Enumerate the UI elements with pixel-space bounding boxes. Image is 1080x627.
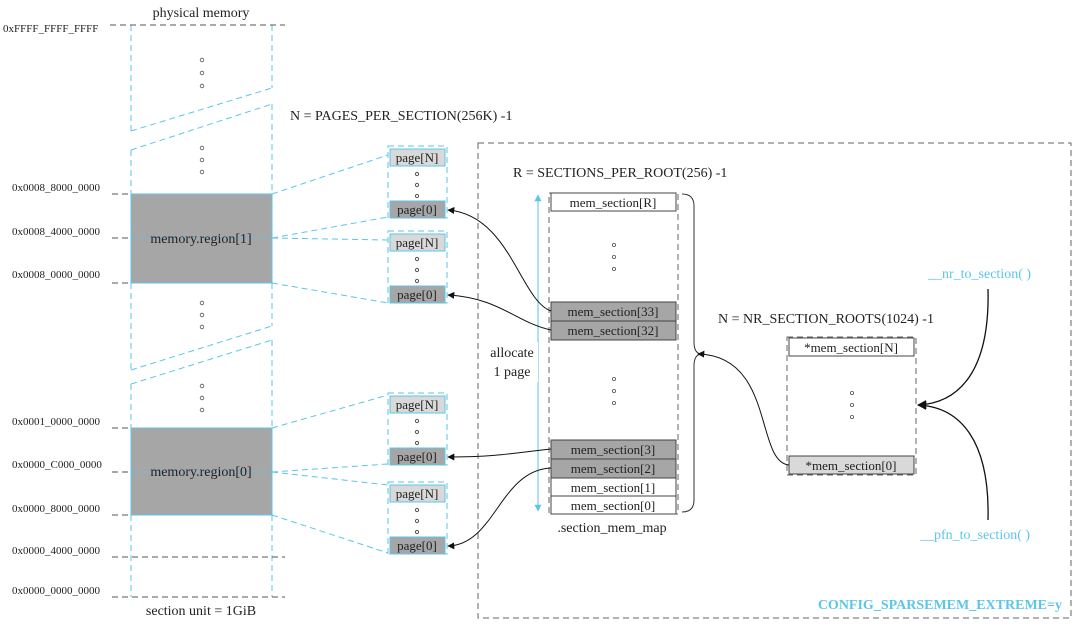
sections-per-root-note: R = SECTIONS_PER_ROOT(256) -1	[513, 166, 727, 181]
address-label: 0x0000_0000_0000	[12, 585, 101, 597]
page-n-label: page[N]	[396, 486, 439, 501]
page-group: page[N] page[0]	[387, 392, 448, 466]
page-0-cell	[389, 447, 446, 466]
mem-section-3-label: mem_section[3]	[571, 442, 655, 457]
root-n-label: *mem_section[N]	[804, 340, 898, 355]
ellipsis-dots	[199, 57, 205, 413]
page-0-cell	[389, 285, 446, 304]
page-n-cell	[389, 484, 446, 503]
mem-section-r-label: mem_section[R]	[570, 195, 657, 210]
mem-section-0-cell	[550, 495, 677, 515]
ellipsis-dots	[850, 390, 855, 419]
address-label: 0x0008_4000_0000	[12, 226, 101, 238]
page-0-cell	[389, 536, 446, 555]
page-0-label: page[0]	[397, 287, 437, 302]
section-to-page-arrows	[447, 207, 552, 550]
physical-memory-column	[130, 25, 273, 597]
page-0-label: page[0]	[397, 202, 437, 217]
page-n-label: page[N]	[396, 150, 439, 165]
root-to-array-arrow	[697, 350, 790, 466]
section-mem-map-label: .section_mem_map	[557, 521, 666, 536]
allocate-label: 1 page	[494, 365, 531, 380]
config-label: CONFIG_SPARSEMEM_EXTREME=y	[818, 598, 1062, 613]
address-label: 0x0000_C000_0000	[12, 459, 102, 471]
function-arrows	[917, 288, 989, 521]
allocate-label: allocate	[490, 346, 534, 361]
root-n-cell	[788, 337, 915, 357]
memory-region-0-label: memory.region[0]	[150, 465, 251, 480]
address-label: 0xFFFF_FFFF_FFFF	[3, 23, 98, 35]
mem-section-r-cell	[550, 192, 677, 212]
address-label: 0x0008_0000_0000	[12, 269, 101, 281]
page-n-cell	[389, 395, 446, 414]
page-0-label: page[0]	[397, 449, 437, 464]
array-brace	[681, 193, 703, 513]
page-0-cell	[389, 200, 446, 219]
address-label: 0x0008_8000_0000	[12, 182, 101, 194]
mem-section-33-label: mem_section[33]	[568, 304, 659, 319]
page-n-label: page[N]	[396, 397, 439, 412]
root-0-label: *mem_section[0]	[806, 458, 897, 473]
mem-section-2-label: mem_section[2]	[571, 461, 655, 476]
ellipsis-dots	[612, 242, 617, 405]
page-group: page[N] page[0]	[387, 145, 448, 219]
memory-region-1-label: memory.region[1]	[150, 232, 251, 247]
mem-section-1-label: mem_section[1]	[571, 480, 655, 495]
pages-per-section-note: N = PAGES_PER_SECTION(256K) -1	[290, 109, 512, 124]
pfn-to-section-label: __pfn_to_section( )	[919, 528, 1030, 543]
address-ticks	[110, 24, 285, 598]
page-group: page[N] page[0]	[387, 481, 448, 555]
root-table	[786, 336, 917, 476]
nr-to-section-label: __nr_to_section( )	[927, 267, 1031, 282]
page-n-label: page[N]	[396, 235, 439, 250]
physical-memory-title: physical memory	[153, 6, 250, 21]
nr-section-roots-note: N = NR_SECTION_ROOTS(1024) -1	[718, 312, 934, 327]
page-n-cell	[389, 148, 446, 167]
mem-section-32-cell	[550, 320, 677, 341]
section-unit-label: section unit = 1GiB	[146, 604, 256, 619]
address-label: 0x0001_0000_0000	[12, 416, 101, 428]
address-label: 0x0000_8000_0000	[12, 503, 101, 515]
page-group-fanlines	[271, 154, 389, 554]
mem-section-32-label: mem_section[32]	[568, 323, 659, 338]
page-group: page[N] page[0]	[387, 230, 448, 304]
mem-section-0-label: mem_section[0]	[571, 498, 655, 513]
page-n-cell	[389, 233, 446, 252]
address-label: 0x0000_4000_0000	[12, 545, 101, 557]
config-box	[477, 142, 1072, 619]
page-0-label: page[0]	[397, 538, 437, 553]
